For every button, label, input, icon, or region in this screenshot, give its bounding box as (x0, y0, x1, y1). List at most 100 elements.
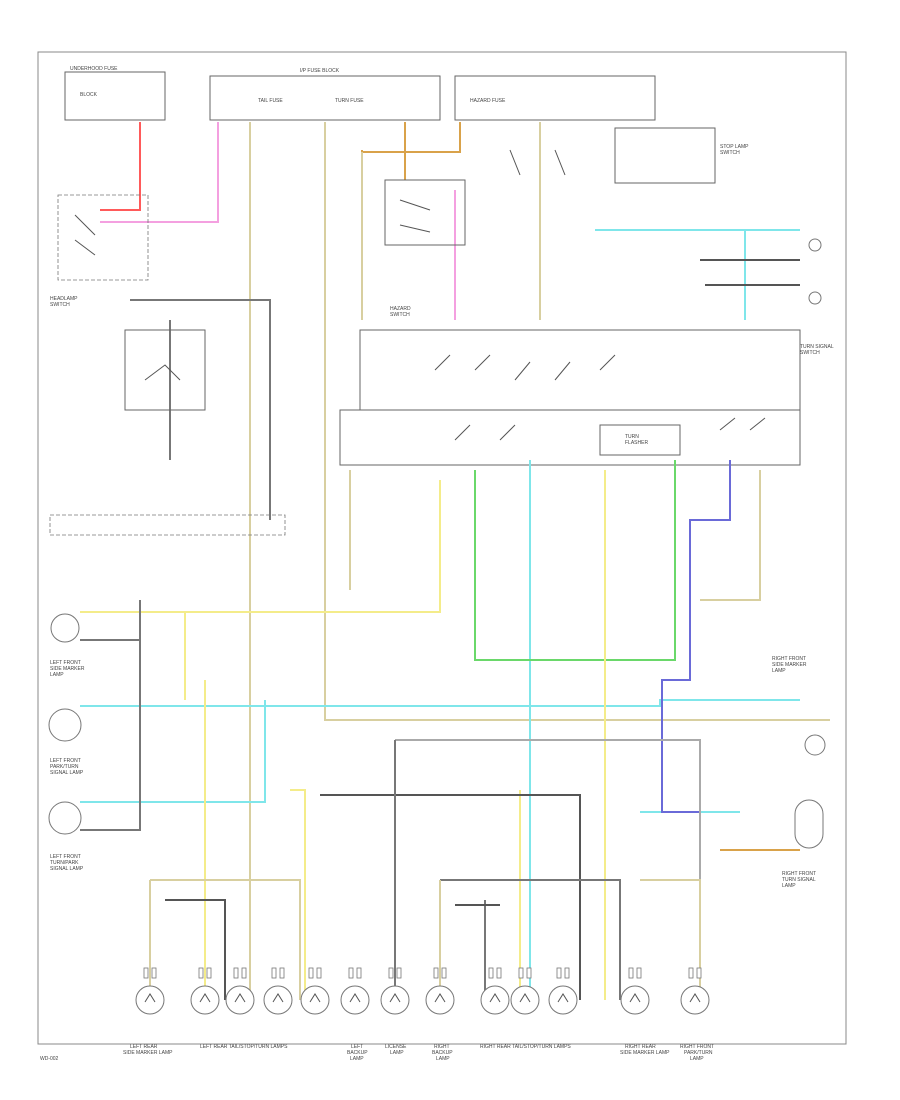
lamp-connector-pin (628, 967, 634, 979)
right-front-park-label: RIGHT FRONT (680, 1044, 714, 1050)
left-turn-label-b: TURN/PARK (50, 860, 79, 866)
dimmer-module (124, 329, 206, 411)
rear-lamp-bulb (480, 985, 510, 1015)
lamp-connector-pin (271, 967, 277, 979)
right-rear-tail-label: RIGHT REAR TAIL/STOP/TURN LAMPS (480, 1044, 571, 1050)
left-turn-label-c: SIGNAL LAMP (50, 866, 84, 872)
right-backup-label-b: BACKUP (432, 1050, 453, 1056)
license-lamp-label: LICENSE (385, 1044, 407, 1050)
left-front-marker-label-b: SIDE MARKER (50, 666, 85, 672)
lamp-connector-pin (636, 967, 642, 979)
turn-flasher-label-b: FLASHER (625, 440, 648, 446)
lamp-connector-pin (348, 967, 354, 979)
left-front-park-turn-lamp: LEFT FRONT PARK/TURN SIGNAL LAMP (48, 708, 84, 776)
lamp-filament (557, 993, 569, 1003)
lamp-filament (144, 993, 156, 1003)
right-park-label-b: TURN SIGNAL (782, 877, 816, 883)
rear-lamp-bulb (510, 985, 540, 1015)
lamp-connector-pin (241, 967, 247, 979)
hazard-switch-label: HAZARD (390, 306, 411, 312)
lamp-connector-pin (696, 967, 702, 979)
rear-lamp-bulb (300, 985, 330, 1015)
lamp-connector-pin (496, 967, 502, 979)
lamp-connector-pin (518, 967, 524, 979)
left-rear-marker-label-b: SIDE MARKER LAMP (123, 1050, 173, 1056)
left-front-marker-label-c: LAMP (50, 672, 64, 678)
headlamp-switch-label-b: SWITCH (50, 302, 70, 308)
turn-signal-switch-box (339, 409, 801, 466)
right-park-label-c: LAMP (782, 883, 796, 889)
right-backup-label-c: LAMP (436, 1056, 450, 1062)
hazard-fuse-label: HAZARD FUSE (470, 98, 506, 104)
rear-lamp-bulb (135, 985, 165, 1015)
lamp-filament (389, 993, 401, 1003)
left-park-label: LEFT FRONT (50, 758, 81, 764)
lamp-connector-pin (433, 967, 439, 979)
rear-lamp-bulb (225, 985, 255, 1015)
right-front-marker-label: RIGHT FRONT (772, 656, 806, 662)
right-front-marker-label-c: LAMP (772, 668, 786, 674)
lamp-filament (349, 993, 361, 1003)
dimmer-contact (144, 364, 181, 381)
body-control-module (49, 514, 286, 536)
license-lamp-label-b: LAMP (390, 1050, 404, 1056)
right-front-marker-label-b: SIDE MARKER (772, 662, 807, 668)
right-park-label: RIGHT FRONT (782, 871, 816, 877)
hazard-switch: HAZARD SWITCH (384, 179, 466, 318)
right-front-park-label-c: LAMP (690, 1056, 704, 1062)
right-front-side-marker-lamp: RIGHT FRONT SIDE MARKER LAMP (772, 656, 826, 756)
lamp-filament (199, 993, 211, 1003)
lamp-connector-pin (308, 967, 314, 979)
bottom-labels: LEFT REAR SIDE MARKER LAMP LEFT REAR TAI… (123, 1044, 714, 1062)
right-backup-label: RIGHT (434, 1044, 450, 1050)
stop-lamp-switch-label: STOP LAMP (720, 144, 749, 150)
lamp-connector-pin (564, 967, 570, 979)
lamp-connector-pin (556, 967, 562, 979)
left-rear-tail-label: LEFT REAR TAIL/STOP/TURN LAMPS (200, 1044, 288, 1050)
connector-circle (808, 291, 822, 305)
turn-signal-switch-label: TURN SIGNAL (800, 344, 834, 350)
rear-lamp-bulb (620, 985, 650, 1015)
ip-fuse-block-right (454, 75, 656, 121)
rear-lamp-bulb (380, 985, 410, 1015)
lamp-connector-pin (388, 967, 394, 979)
headlamp-switch: HEADLAMP SWITCH (50, 194, 149, 308)
left-front-side-marker-lamp: LEFT FRONT SIDE MARKER LAMP (50, 613, 85, 678)
lamp-filament (309, 993, 321, 1003)
stop-lamp-switch-label-b: SWITCH (720, 150, 740, 156)
left-park-label-c: SIGNAL LAMP (50, 770, 84, 776)
tail-fuse-label: TAIL FUSE (258, 98, 283, 104)
lamp-connector-pin (198, 967, 204, 979)
rear-lamp-bulb (680, 985, 710, 1015)
right-front-park-turn-lamp: RIGHT FRONT TURN SIGNAL LAMP (782, 799, 824, 889)
lamp-filament (434, 993, 446, 1003)
underhood-fuse-label-b: BLOCK (80, 92, 98, 98)
lamp-filament (629, 993, 641, 1003)
right-rear-marker-label-b: SIDE MARKER LAMP (620, 1050, 670, 1056)
rear-lamp-bulb (190, 985, 220, 1015)
lamp-connector-pin (688, 967, 694, 979)
turn-flasher-label: TURN (625, 434, 639, 440)
lamp-connector-pin (316, 967, 322, 979)
wire-runs (80, 122, 830, 1000)
rear-lamp-bulb (340, 985, 370, 1015)
connector-circle (808, 238, 822, 252)
lamp-connector-pin (143, 967, 149, 979)
turn-fuse-label: TURN FUSE (335, 98, 364, 104)
left-front-turn-lamp: LEFT FRONT TURN/PARK SIGNAL LAMP (48, 801, 84, 872)
left-backup-label-b: BACKUP (347, 1050, 368, 1056)
footer-code: WD-002 (40, 1056, 59, 1062)
rear-lamp-bulb (263, 985, 293, 1015)
lamp-connector-pin (151, 967, 157, 979)
bottom-lamp-row (135, 967, 710, 1015)
turn-flasher: TURN FLASHER (599, 424, 681, 456)
rear-lamp-bulb (425, 985, 455, 1015)
left-front-marker-label: LEFT FRONT (50, 660, 81, 666)
diagram-frame (37, 51, 847, 1045)
multifunction-switch-box (359, 329, 801, 411)
underhood-fuse-label: UNDERHOOD FUSE (70, 66, 118, 72)
lamp-filament (489, 993, 501, 1003)
lamp-filament (272, 993, 284, 1003)
lamp-connector-pin (396, 967, 402, 979)
left-rear-marker-label: LEFT REAR (130, 1044, 158, 1050)
